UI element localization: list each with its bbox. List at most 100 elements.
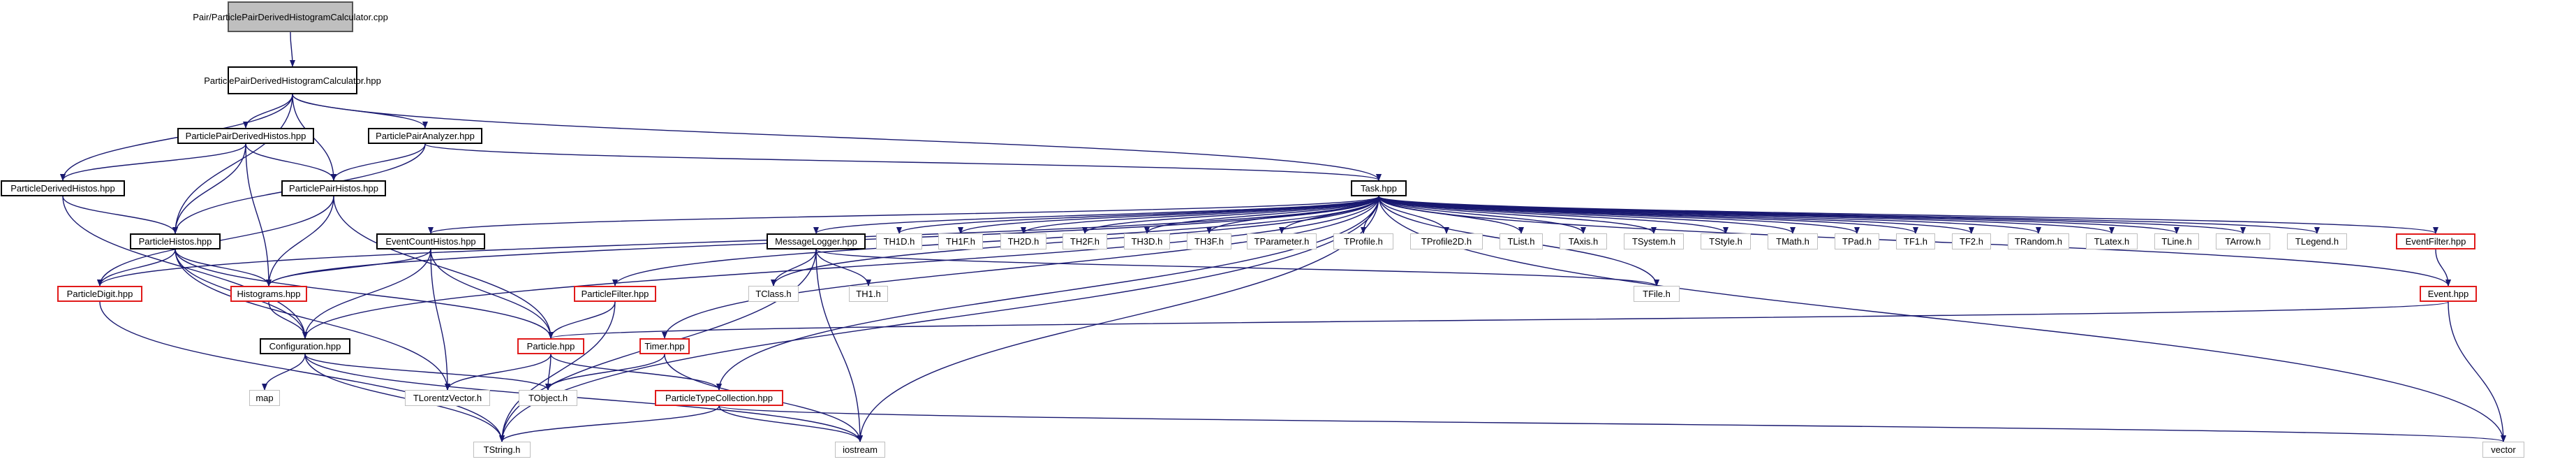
edge-particle_digit-to-tstring <box>99 301 505 442</box>
node-vector[interactable]: vector <box>2482 442 2524 458</box>
node-map[interactable]: map <box>249 390 280 406</box>
edge-configuration-to-iostream <box>304 354 863 442</box>
edge-particle_histos-to-particle <box>175 249 554 339</box>
node-tparameter[interactable]: TParameter.h <box>1247 233 1317 249</box>
edge-particle_type_collection-to-tstring <box>499 405 720 442</box>
node-tf1[interactable]: TF1.h <box>1896 233 1935 249</box>
node-calc-hpp[interactable]: ParticlePairDerivedHistogram Calculator.… <box>204 66 381 94</box>
edge-root-to-calc_hpp <box>289 31 295 67</box>
node-th2d[interactable]: TH2D.h <box>1000 233 1046 249</box>
node-tlorentzvector[interactable]: TLorentzVector.h <box>405 390 490 406</box>
edge-pair_histos-to-particle <box>333 196 554 339</box>
node-tfile[interactable]: TFile.h <box>1634 286 1680 302</box>
node-particle-histos[interactable]: ParticleHistos.hpp <box>130 233 221 249</box>
node-particle-type-collection[interactable]: ParticleTypeCollection.hpp <box>655 390 783 406</box>
edge-task-to-timer <box>662 196 1379 339</box>
edge-particle-to-particle_type_collection <box>550 354 722 391</box>
node-taxis[interactable]: TAxis.h <box>1560 233 1607 249</box>
node-calc-hpp-line2: Calculator.hpp <box>323 75 381 86</box>
edge-event-to-vector <box>2448 301 2506 442</box>
edge-event_filter-to-event <box>2435 249 2451 287</box>
edge-event-to-particle <box>548 301 2449 339</box>
node-iostream[interactable]: iostream <box>835 442 885 458</box>
node-tprofile2d[interactable]: TProfile2D.h <box>1410 233 1483 249</box>
node-th1f[interactable]: TH1F.h <box>938 233 983 249</box>
node-root[interactable]: Pair/ParticlePairDerived HistogramCalcul… <box>193 1 388 32</box>
node-th2f[interactable]: TH2F.h <box>1063 233 1107 249</box>
node-th3f[interactable]: TH3F.h <box>1187 233 1231 249</box>
edge-task-to-th1d <box>896 196 1379 234</box>
node-th1d[interactable]: TH1D.h <box>876 233 922 249</box>
node-message-logger[interactable]: MessageLogger.hpp <box>767 233 866 249</box>
edge-task-to-tstyle <box>1378 196 1729 234</box>
node-calc-hpp-line1: ParticlePairDerivedHistogram <box>204 75 323 86</box>
edge-message_logger-to-th1 <box>815 249 871 287</box>
node-tobject[interactable]: TObject.h <box>519 390 577 406</box>
edge-particle-to-tlorentzvector <box>445 354 552 391</box>
edge-event_count_histos-to-configuration <box>302 249 431 339</box>
edge-particle_filter-to-tstring <box>499 301 616 442</box>
edge-calc_hpp-to-particle_histos <box>172 94 293 234</box>
node-event-count-histos[interactable]: EventCountHistos.hpp <box>376 233 485 249</box>
edge-task-to-tlatex <box>1378 196 2115 234</box>
node-trandom[interactable]: TRandom.h <box>2008 233 2069 249</box>
edge-timer-to-tobject <box>545 354 665 391</box>
node-tmath[interactable]: TMath.h <box>1768 233 1818 249</box>
edge-message_logger-to-tfile <box>815 249 1659 287</box>
node-histograms[interactable]: Histograms.hpp <box>230 286 307 302</box>
node-tprofile[interactable]: TProfile.h <box>1333 233 1393 249</box>
edge-calc_hpp-to-task <box>292 94 1382 181</box>
node-tstring[interactable]: TString.h <box>473 442 531 458</box>
edge-configuration-to-map <box>262 354 306 391</box>
node-configuration[interactable]: Configuration.hpp <box>260 338 350 354</box>
node-pair-analyzer[interactable]: ParticlePairAnalyzer.hpp <box>368 128 482 144</box>
node-tstyle[interactable]: TStyle.h <box>1701 233 1751 249</box>
edge-pair_analyzer-to-task <box>424 143 1382 181</box>
edge-task-to-taxis <box>1378 196 1586 234</box>
node-tpad[interactable]: TPad.h <box>1835 233 1879 249</box>
edge-task-to-tsystem <box>1378 196 1657 234</box>
node-tf2[interactable]: TF2.h <box>1952 233 1991 249</box>
node-pair-histos[interactable]: ParticlePairHistos.hpp <box>281 180 386 196</box>
node-timer[interactable]: Timer.hpp <box>639 338 690 354</box>
edge-pair_derived_histos-to-histograms <box>245 143 272 287</box>
node-particle-filter[interactable]: ParticleFilter.hpp <box>574 286 656 302</box>
edge-calc_hpp-to-pair_derived_histos <box>243 94 293 129</box>
node-root-line2: HistogramCalculator.cpp <box>289 11 388 22</box>
edge-pair_derived_histos-to-particle_histos <box>172 143 246 234</box>
edge-particle_histos-to-tlorentzvector <box>175 249 450 391</box>
edge-pair_derived_histos-to-pair_histos <box>245 143 336 181</box>
edge-histograms-to-configuration <box>268 301 308 339</box>
node-tsystem[interactable]: TSystem.h <box>1624 233 1684 249</box>
node-event[interactable]: Event.hpp <box>2420 286 2477 302</box>
edge-pair_analyzer-to-pair_histos <box>331 143 426 181</box>
node-tlist[interactable]: TList.h <box>1500 233 1543 249</box>
node-task[interactable]: Task.hpp <box>1351 180 1407 196</box>
edge-task-to-th2d <box>1021 196 1379 234</box>
node-tline[interactable]: TLine.h <box>2154 233 2199 249</box>
node-particle[interactable]: Particle.hpp <box>517 338 584 354</box>
edge-task-to-th1f <box>958 196 1379 234</box>
node-event-filter[interactable]: EventFilter.hpp <box>2396 233 2475 249</box>
node-tlatex[interactable]: TLatex.h <box>2086 233 2138 249</box>
edge-particle_derived_histos-to-particle_histos <box>62 196 178 234</box>
node-th3d[interactable]: TH3D.h <box>1124 233 1170 249</box>
node-root-line1: Pair/ParticlePairDerived <box>193 11 290 22</box>
node-particle-digit[interactable]: ParticleDigit.hpp <box>57 286 142 302</box>
node-particle-derived-histos[interactable]: ParticleDerivedHistos.hpp <box>1 180 125 196</box>
edge-task-to-event_count_histos <box>428 196 1379 234</box>
edge-task-to-th3d <box>1144 196 1379 234</box>
node-th1[interactable]: TH1.h <box>849 286 888 302</box>
node-pair-derived-histos[interactable]: ParticlePairDerivedHistos.hpp <box>177 128 314 144</box>
edge-particle_histos-to-particle_digit <box>97 249 176 287</box>
edge-task-to-particle_digit <box>97 196 1379 287</box>
node-tclass[interactable]: TClass.h <box>748 286 799 302</box>
edge-pair_histos-to-histograms <box>266 196 334 287</box>
node-tarrow[interactable]: TArrow.h <box>2216 233 2270 249</box>
edge-message_logger-to-tclass <box>771 249 817 287</box>
edge-task-to-tmath <box>1378 196 1796 234</box>
edge-particle_histos-to-histograms <box>175 249 272 287</box>
edge-task-to-message_logger <box>813 196 1379 234</box>
edge-particle_type_collection-to-iostream <box>718 405 863 442</box>
node-tlegend[interactable]: TLegend.h <box>2287 233 2347 249</box>
